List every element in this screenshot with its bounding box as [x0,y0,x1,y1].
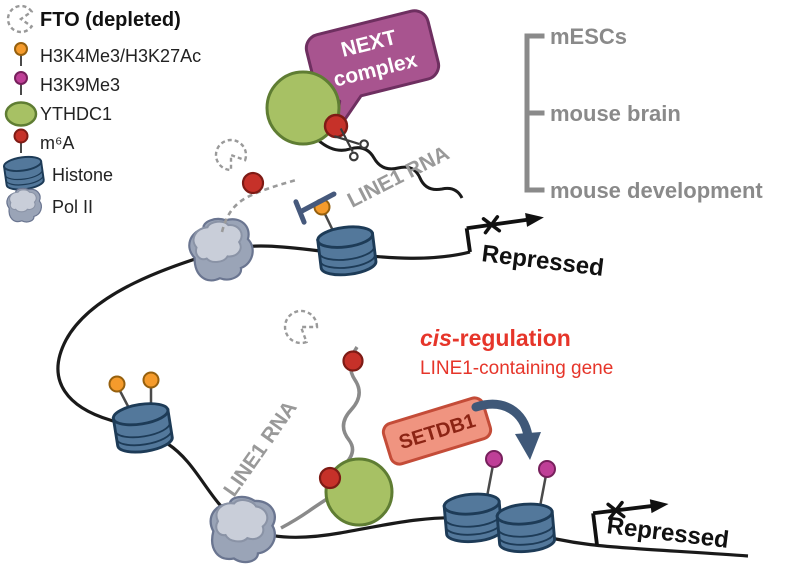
ythdc1-bottom [324,457,394,527]
legend-item-h3k9me3: H3K9Me3 [14,71,120,95]
legend-label-m6a: m⁶A [40,133,74,153]
h3k4me3-mark-icon [142,371,160,389]
histone-icon [2,153,46,193]
legend-item-ythdc1: YTHDC1 [4,101,112,127]
context-label-mouse-brain: mouse brain [550,101,681,126]
legend-item-h3k4me3: H3K4Me3/H3K27Ac [14,42,201,66]
legend-label-h3k4me3: H3K4Me3/H3K27Ac [40,46,201,66]
repressed-gene-arrow-top [464,212,544,253]
h3k9me3-mark-icon [538,460,556,478]
line1-rna-bottom-wave-tail [280,495,331,530]
fto-depleted-icon [6,4,34,34]
histone-mid-group [313,198,379,280]
promoter-arrowhead [649,499,669,514]
fto-depleted-bottom-icon [283,309,319,345]
h3k4me3-mark-icon [108,375,126,393]
deposition-arrowhead [515,432,541,460]
histone-bottom-1 [441,490,504,546]
repressed-label-top: Repressed [480,240,605,282]
pol-ii-icon [6,187,43,223]
fto-depleted-top-icon [214,138,248,172]
setdb1-box [381,396,493,466]
h3k9me3-mark-icon [485,450,503,468]
repressed-gene-arrow-bottom [591,499,669,546]
context-label-mouse-development: mouse development [550,178,763,203]
x-mark-icon [606,500,626,520]
line1-rna-label-top: LINE1 RNA [344,142,453,213]
histone-left-group [108,371,176,457]
histone-mid [315,222,379,280]
context-label-mescs: mESCs [550,24,627,49]
scissors-icon [333,128,370,162]
histone-left [110,398,176,457]
context-bracket [524,33,545,193]
cis-regulation-label: cis-regulation [420,325,571,351]
x-mark-icon [481,215,502,235]
legend-label-polii: Pol II [52,197,93,217]
promoter-arrow-line [464,217,531,253]
legend-label-histone: Histone [52,165,113,185]
histone-bottom-group [441,450,557,556]
m6a-icon [13,128,29,144]
promoter-arrowhead [525,212,544,227]
legend-label-fto: FTO (depleted) [40,9,181,31]
pol-ii-bottom [204,491,281,567]
legend-label-ythdc1: YTHDC1 [40,104,112,124]
cis-italic-part: cis [420,325,452,351]
legend: FTO (depleted) H3K4Me3/H3K27Ac H3K9Me3 Y… [2,4,201,223]
next-complex-bubble: NEXT complex [304,9,441,138]
legend-item-histone: Histone [2,153,113,193]
m6a-mark-bottom1-icon [342,350,364,372]
h3k9me3-mark-icon [14,71,28,85]
line1-rna-label-bottom: LINE1 RNA [219,397,301,501]
m6a-mark-nascent-icon [241,171,265,195]
dna-strand [56,244,749,558]
legend-item-polii: Pol II [6,187,93,223]
h3k9-deposition-arrow [471,399,541,460]
m6a-mark-bottom2-icon [318,466,342,490]
legend-label-h3k9me3: H3K9Me3 [40,75,120,95]
ythdc1-icon [4,101,38,127]
nascent-rna-dashed [220,178,297,233]
inhibition-bar-icon [293,191,337,225]
promoter-arrow-line [591,503,655,546]
legend-item-m6a: m⁶A [13,128,74,153]
ythdc1-top [265,70,341,146]
histone-bottom-2 [494,500,557,556]
line1-containing-gene-label: LINE1-containing gene [420,358,613,379]
regulation-part: -regulation [452,325,571,351]
line1-rna-top-wave [317,138,464,199]
h3k4me3-mark-icon [14,42,28,56]
context-bracket-group: mESCs mouse brain mouse development [524,24,763,203]
pol-ii-top [185,214,257,285]
legend-item-fto: FTO (depleted) [6,4,181,34]
